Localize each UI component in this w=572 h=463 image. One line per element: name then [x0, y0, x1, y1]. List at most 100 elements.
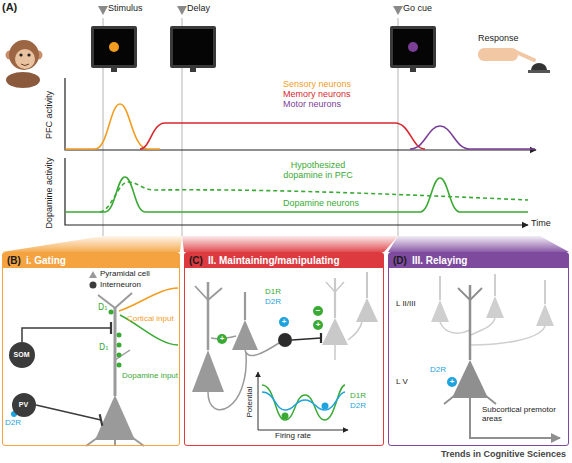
layer-label: L II/III	[396, 300, 416, 309]
cortical-layer-cell	[440, 318, 545, 345]
interneuron-circle: SOM	[9, 342, 35, 368]
receptor-dot	[109, 310, 114, 315]
receptor-label: D₁	[98, 304, 107, 313]
monkey-illustration	[21, 64, 29, 66]
monitor-screen	[91, 26, 436, 72]
hand-button-illustration	[531, 63, 547, 70]
event-marker	[98, 6, 108, 15]
network-cell	[356, 298, 378, 322]
monitor-screen	[190, 68, 196, 72]
network-cell	[232, 320, 258, 350]
monkey-illustration	[9, 40, 39, 70]
inhibitory-projection	[22, 328, 111, 342]
input-fiber	[119, 288, 178, 345]
cell-type-legend-symbol	[90, 282, 97, 289]
receptor-label: D₁	[99, 344, 108, 353]
panel-header: (B) i. Gating	[3, 253, 179, 268]
monkey-illustration	[27, 53, 30, 56]
input-fiber	[119, 288, 178, 311]
pyramidal-cell	[86, 438, 144, 446]
monkey-illustration	[6, 72, 40, 88]
inhibitory-projection	[110, 322, 112, 334]
legend-label: D2R	[350, 402, 366, 411]
figure-panel: (D)III. Relaying	[388, 252, 569, 446]
panel-title: i. Gating	[26, 255, 66, 266]
sign-symbol: +	[450, 378, 455, 386]
cell-label: SOM	[14, 351, 30, 358]
receptor-dot	[117, 353, 122, 358]
cortical-layer-cell	[469, 285, 472, 360]
network-cell	[322, 318, 348, 345]
network-cell	[292, 338, 321, 340]
monitor-screen	[91, 26, 137, 68]
activity-trace	[65, 104, 160, 149]
monitor-screen	[393, 29, 433, 65]
axis	[65, 158, 528, 225]
network-cell	[348, 322, 362, 340]
energy-landscape-plot	[282, 413, 289, 420]
cell-type-legend-symbol	[89, 271, 97, 278]
energy-landscape-plot	[322, 403, 329, 410]
monitor-screen	[170, 26, 216, 68]
activity-trace	[140, 123, 425, 149]
network-cell	[244, 292, 246, 320]
hand-button-illustration	[528, 70, 550, 73]
receptor-sign-circle	[217, 334, 227, 344]
inhibitory-projection	[100, 414, 103, 426]
figure-panel: (C)II. Maintaining/manipulating	[184, 252, 384, 446]
event-label: Go cue	[403, 4, 432, 14]
panel-title: III. Relaying	[412, 255, 468, 266]
sign-symbol: +	[316, 321, 321, 329]
monitor-screen	[390, 26, 436, 68]
hand-button-illustration	[478, 48, 518, 61]
axis-label: PFC activity	[45, 91, 55, 139]
receptor-sign-circle	[279, 317, 289, 327]
cortical-layer-cell	[494, 274, 496, 296]
monitor-screen	[109, 42, 119, 52]
monkey-illustration	[19, 53, 22, 56]
event-marker	[393, 6, 403, 15]
trace-label: Hypothesized dopamine in PFC	[278, 161, 358, 181]
time-window-band	[388, 236, 569, 252]
hand-button-illustration	[478, 48, 550, 73]
network-cell	[207, 282, 210, 350]
journal-credit: Trends in Cognitive Sciences	[441, 450, 566, 460]
trace-label: Sensory neurons	[283, 80, 351, 90]
target-label: Subcortical premotor areas	[482, 406, 562, 424]
cell-label: PV	[19, 401, 28, 408]
network-cell	[334, 345, 336, 360]
energy-landscape-plot	[262, 385, 345, 420]
input-label: Cortical input	[127, 315, 174, 324]
cortical-layer-cell	[544, 280, 546, 304]
interneuron-circle: PV	[12, 393, 36, 417]
monkey-illustration	[6, 40, 43, 88]
layer-label: L V	[396, 378, 408, 387]
network-cell	[278, 333, 292, 347]
energy-landscape-plot	[258, 372, 348, 430]
network-cell	[366, 272, 368, 298]
network-cell	[326, 282, 344, 292]
cortical-layer-cell	[452, 360, 488, 398]
activity-trace	[410, 126, 535, 149]
input-fiber	[120, 315, 178, 345]
pyramidal-cell	[114, 308, 117, 396]
network-cell	[195, 286, 222, 300]
energy-landscape-plot	[258, 430, 348, 431]
receptor-dot	[117, 343, 122, 348]
receptor-sign-circle	[217, 306, 457, 387]
receptor-sign-circle	[313, 306, 323, 316]
monitor-screen	[408, 42, 418, 52]
cortical-layer-cell	[431, 300, 449, 322]
receptor-dot	[117, 333, 122, 338]
axis-label: Potential	[246, 386, 255, 417]
time-window-band	[2, 236, 182, 252]
axis	[65, 78, 536, 150]
network-cell	[245, 343, 279, 356]
receptor-sign-circle	[447, 377, 457, 387]
event-label: Delay	[187, 4, 210, 14]
inhibitory-projection	[22, 322, 111, 426]
panel-letter: (B)	[7, 255, 21, 266]
cortical-layer-cell	[458, 288, 482, 300]
